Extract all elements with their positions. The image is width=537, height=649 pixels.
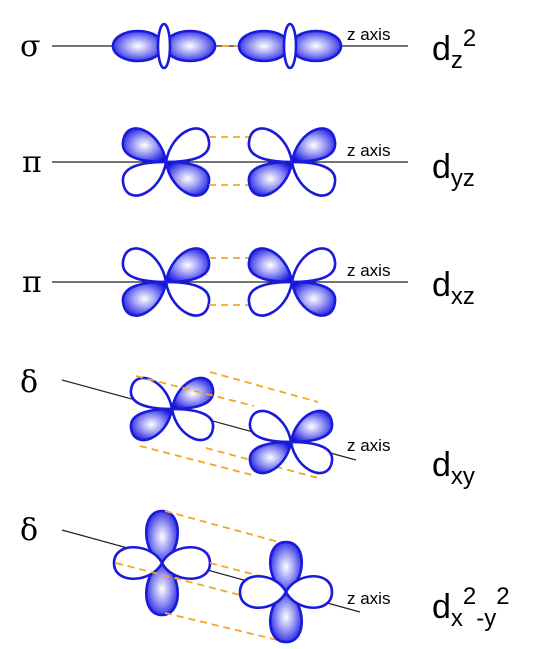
dyz-orbital-right: [247, 127, 337, 197]
orbital-lobe: [290, 247, 337, 284]
dxz-orbital-left: [121, 247, 211, 317]
overlap-dash: [164, 612, 291, 644]
orbital-label-dyz: dyz: [432, 148, 475, 192]
orbital-lobe: [268, 590, 304, 644]
overlap-dash: [135, 375, 255, 407]
dx2-y2-orbital-left: [112, 509, 212, 617]
orbital-lobe: [290, 160, 337, 197]
orbital-lobe: [237, 29, 291, 63]
orbital-lobe: [268, 540, 304, 594]
z-axis-label: z axis: [347, 589, 390, 608]
orbital-lobe: [121, 247, 168, 284]
orbital-lobe: [248, 409, 293, 444]
orbital-torus: [282, 22, 298, 70]
orbital-lobe: [121, 160, 168, 197]
orbital-lobe: [164, 247, 211, 284]
orbital-lobe: [247, 160, 294, 197]
orbital-lobe: [144, 509, 180, 565]
z-axis-label: z axis: [347, 25, 390, 44]
dx2-y2-orbital-right: [238, 540, 334, 644]
overlap-dash: [115, 562, 241, 596]
orbital-lobe: [111, 29, 165, 63]
orbital-lobe: [284, 575, 334, 609]
dz2-orbital-left: [111, 22, 217, 70]
orbital-label-dxz: dxz: [432, 266, 475, 310]
orbital-lobe: [163, 29, 217, 63]
orbital-lobe: [164, 280, 211, 317]
orbital-label-dz2: dz2: [432, 25, 476, 74]
dxy-orbital-left: [129, 376, 215, 442]
orbital-lobe: [121, 127, 168, 164]
orbital-lobe: [164, 160, 211, 197]
orbital-lobe: [238, 575, 288, 609]
orbital-lobe: [112, 545, 164, 581]
orbital-lobe: [129, 407, 174, 442]
orbital-lobe: [290, 127, 337, 164]
orbital-lobe: [248, 440, 293, 475]
z-axis-label: z axis: [347, 261, 390, 280]
orbital-lobe: [247, 280, 294, 317]
row-sigma-dz2: σ z axis dz2: [20, 22, 476, 74]
z-axis-label: z axis: [347, 141, 390, 160]
orbital-lobe: [121, 280, 168, 317]
orbital-lobe: [170, 376, 215, 411]
row-delta-dxy: δ z axis dxy: [20, 365, 475, 490]
bond-type-label: π: [22, 265, 42, 300]
orbital-label-dx2-y2: dx2-y2: [432, 583, 510, 632]
row-pi-dyz: π z axis dyz: [22, 127, 475, 197]
orbital-lobe: [164, 127, 211, 164]
overlap-dash: [209, 371, 319, 403]
overlap-dash: [205, 447, 319, 479]
bond-type-label: σ: [20, 29, 40, 64]
dz2-orbital-right: [237, 22, 343, 70]
orbital-lobe: [247, 247, 294, 284]
row-delta-dx2-y2: δ z axis dx2-y2: [20, 509, 510, 644]
overlap-dash: [139, 445, 257, 477]
orbital-lobe: [247, 127, 294, 164]
row-pi-dxz: π z axis dxz: [22, 247, 475, 317]
orbital-lobe: [170, 407, 215, 442]
dxy-orbital-right: [248, 409, 334, 475]
bond-type-label: δ: [20, 365, 38, 400]
orbital-torus: [156, 22, 172, 70]
orbital-lobe: [290, 280, 337, 317]
bond-type-label: δ: [20, 513, 38, 548]
orbital-lobe: [289, 409, 334, 444]
orbital-lobe: [289, 440, 334, 475]
orbital-label-dxy: dxy: [432, 446, 475, 490]
bond-type-label: π: [22, 145, 42, 180]
orbital-lobe: [289, 29, 343, 63]
dxz-orbital-right: [247, 247, 337, 317]
dyz-orbital-left: [121, 127, 211, 197]
overlap-dash: [164, 510, 291, 546]
orbital-lobe: [129, 376, 174, 411]
z-axis-label: z axis: [347, 436, 390, 455]
